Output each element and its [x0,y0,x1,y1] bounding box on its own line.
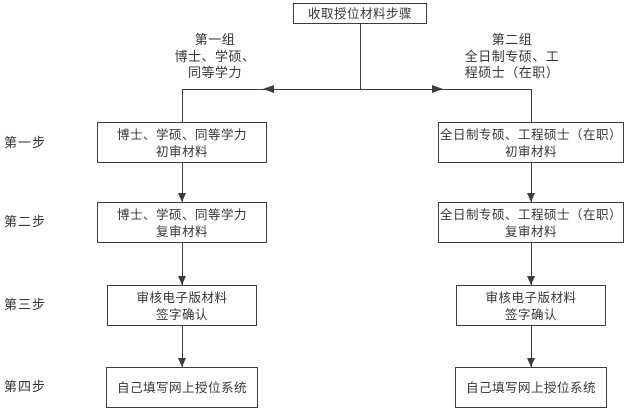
flow-box-line: 自己填写网上授位系统 [465,380,596,395]
connector-line [182,163,183,202]
flow-box-line: 复审材料 [155,223,208,239]
connector-line [182,326,183,367]
connector-line [531,243,532,285]
connector-line [531,163,532,202]
flow-box-right-step1: 全日制专硕、工程硕士（在职） 初审材料 [438,122,624,163]
group-2-line-3: 程硕士（在职） [464,66,560,81]
connector-right-drop-line [531,89,532,122]
flow-box-right-step4: 自己填写网上授位系统 [455,367,607,408]
group-1-line-3: 同等学力 [187,66,242,81]
connector-line [531,326,532,367]
flow-box-line: 全日制专硕、工程硕士（在职） [439,206,622,222]
connector-line [182,243,183,285]
flow-box-line: 复审材料 [504,223,557,239]
flow-box-left-step2: 博士、学硕、同等学力 复审材料 [97,202,267,243]
flow-box-line: 博士、学硕、同等学力 [116,126,247,142]
flow-box-line: 自己填写网上授位系统 [116,380,247,395]
group-2-label: 第二组 全日制专硕、工 程硕士（在职） [437,33,587,83]
flow-box-line: 签字确认 [155,306,208,322]
connector-left-drop-line [182,89,183,122]
connector-stem-line [360,24,361,90]
flow-box-line: 初审材料 [155,143,208,159]
flow-box-line: 全日制专硕、工程硕士（在职） [439,126,622,142]
flow-box-line: 审核电子版材料 [485,289,577,305]
group-1-label: 第一组 博士、学硕、 同等学力 [155,33,275,83]
flow-box-left-step3: 审核电子版材料 签字确认 [107,285,257,326]
arrow-down-icon [527,276,535,285]
step-3-label: 第三步 [4,298,47,313]
flow-box-right-step2: 全日制专硕、工程硕士（在职） 复审材料 [438,202,624,243]
group-2-line-2: 全日制专硕、工 [464,49,560,65]
start-box: 收取授位材料步骤 [293,3,427,24]
arrow-down-icon [178,358,186,367]
arrow-down-icon [178,193,186,202]
group-1-line-2: 博士、学硕、 [174,49,256,65]
connector-branch-line [182,89,532,90]
start-box-label: 收取授位材料步骤 [307,6,412,21]
flow-box-line: 博士、学硕、同等学力 [116,206,247,222]
flow-box-left-step1: 博士、学硕、同等学力 初审材料 [97,122,267,163]
arrow-left-icon [263,85,274,93]
arrow-down-icon [178,276,186,285]
arrow-down-icon [527,193,535,202]
flow-box-left-step4: 自己填写网上授位系统 [106,367,258,408]
arrow-down-icon [527,358,535,367]
flow-box-right-step3: 审核电子版材料 签字确认 [456,285,606,326]
flow-box-line: 签字确认 [504,306,557,322]
step-4-label: 第四步 [4,380,47,395]
group-1-line-1: 第一组 [194,33,236,48]
step-2-label: 第二步 [4,215,47,230]
flow-box-line: 审核电子版材料 [136,289,228,305]
group-2-line-1: 第二组 [491,33,533,48]
step-1-label: 第一步 [4,136,47,151]
arrow-right-icon [432,85,443,93]
flow-box-line: 初审材料 [504,143,557,159]
